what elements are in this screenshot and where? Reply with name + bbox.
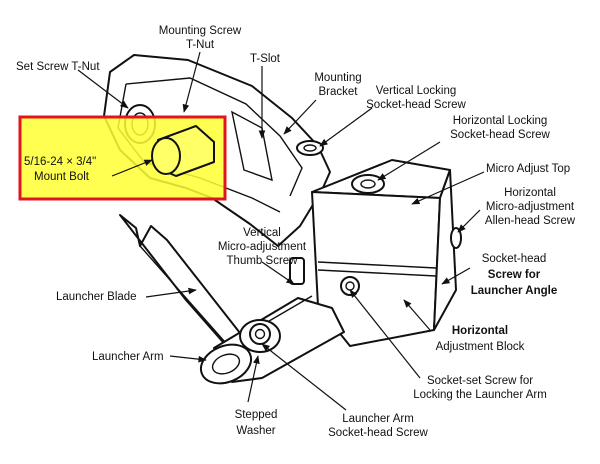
label-horizontal-micro-line1: Horizontal [504, 187, 556, 199]
label-horizontal-locking-line1: Horizontal Locking [453, 115, 548, 127]
leader-launcher-arm-screw [261, 343, 347, 411]
label-vertical-micro-line2: Micro-adjustment [218, 241, 307, 253]
leader-vertical-locking [319, 107, 373, 147]
label-vertical-locking-line2: Socket-head Screw [366, 99, 466, 111]
label-mounting-screw-line1: Mounting Screw [159, 25, 242, 37]
label-mount-bolt-line2: Mount Bolt [34, 171, 90, 183]
leader-mounting-screw [182, 51, 201, 113]
label-vertical-micro-line1: Vertical [243, 227, 281, 239]
label-socket-set-screw-line1: Socket-set Screw for [427, 375, 533, 387]
mount-bolt-part [151, 125, 215, 177]
label-t-slot: T-Slot [250, 53, 281, 65]
callout-labels: Mounting Screw T-Nut Set Screw T-Nut T-S… [16, 25, 576, 439]
label-socket-head-angle-line3: Launcher Angle [471, 285, 557, 297]
label-horizontal-block-line1: Horizontal [452, 325, 508, 337]
mount-bolt-highlight: 5/16-24 × 3/4" Mount Bolt [18, 115, 227, 201]
leader-horizontal-block [403, 299, 431, 331]
label-horizontal-block-line2: Adjustment Block [436, 341, 525, 353]
leader-horizontal-locking [377, 141, 441, 181]
label-mounting-bracket-line2: Bracket [319, 86, 359, 98]
leader-horizontal-micro [457, 209, 481, 233]
label-socket-set-screw-line2: Locking the Launcher Arm [413, 389, 547, 401]
label-launcher-arm: Launcher Arm [92, 351, 164, 363]
leader-micro-adjust-top [411, 171, 485, 205]
label-mount-bolt-line1: 5/16-24 × 3/4" [24, 156, 96, 168]
label-horizontal-locking-line2: Socket-head Screw [450, 129, 550, 141]
label-vertical-micro-line3: Thumb Screw [227, 255, 299, 267]
leader-lines [77, 51, 485, 411]
leader-vertical-micro [261, 261, 295, 285]
label-vertical-locking-line1: Vertical Locking [376, 85, 457, 97]
label-launcher-arm-screw-line1: Launcher Arm [342, 413, 414, 425]
label-horizontal-micro-line2: Micro-adjustment [486, 201, 575, 213]
leader-socket-head-angle [441, 267, 471, 285]
label-mounting-screw-line2: T-Nut [186, 39, 215, 51]
leader-set-screw [77, 69, 129, 109]
label-micro-adjust-top: Micro Adjust Top [486, 163, 570, 175]
label-stepped-washer-line1: Stepped [235, 409, 278, 421]
label-mounting-bracket-line1: Mounting [314, 72, 361, 84]
label-socket-head-angle-line1: Socket-head [482, 253, 547, 265]
label-stepped-washer-line2: Washer [236, 425, 275, 437]
launcher-arm-part [199, 295, 345, 385]
leader-launcher-blade [145, 287, 197, 298]
label-horizontal-micro-line3: Allen-head Screw [485, 215, 576, 227]
label-socket-head-angle-line2: Screw for [488, 269, 541, 281]
leader-launcher-arm [169, 355, 207, 363]
label-launcher-arm-screw-line2: Socket-head Screw [328, 427, 428, 439]
leader-mount-bolt [111, 159, 153, 177]
label-set-screw-tnut: Set Screw T-Nut [16, 61, 100, 73]
leader-socket-set-screw [349, 289, 421, 379]
label-launcher-blade: Launcher Blade [56, 291, 137, 303]
leader-mounting-bracket [283, 99, 317, 135]
leader-stepped-washer [247, 355, 260, 403]
